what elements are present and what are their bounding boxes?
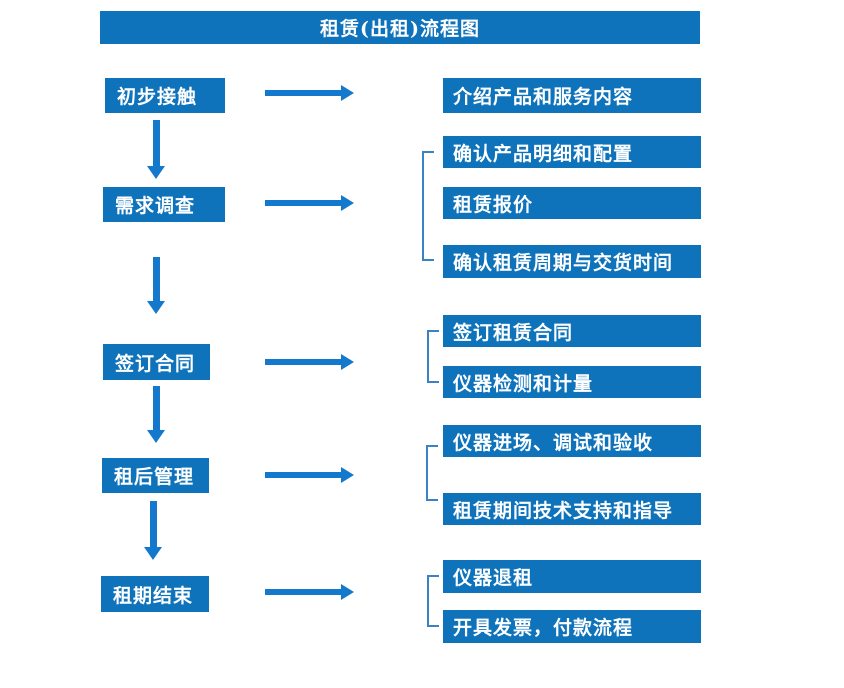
- down-arrow-icon: [147, 386, 165, 443]
- detail-box-invoice-payment: 开具发票，付款流程: [443, 610, 701, 643]
- detail-box-introduce-products: 介绍产品和服务内容: [443, 78, 701, 113]
- group-bracket-icon: [422, 151, 434, 261]
- group-bracket-icon: [426, 445, 438, 501]
- stage-box-initial-contact: 初步接触: [105, 78, 225, 113]
- down-arrow-icon: [147, 257, 165, 314]
- detail-box-instrument-setup: 仪器进场、调试和验收: [443, 425, 701, 457]
- right-arrow-icon: [265, 195, 354, 211]
- detail-box-confirm-product-config: 确认产品明细和配置: [443, 136, 701, 168]
- detail-box-instrument-testing: 仪器检测和计量: [443, 366, 701, 398]
- group-bracket-icon: [427, 575, 439, 627]
- group-bracket-icon: [427, 330, 439, 383]
- down-arrow-icon: [144, 501, 162, 560]
- detail-box-tech-support: 租赁期间技术支持和指导: [443, 493, 701, 525]
- detail-box-sign-rental-contract: 签订租赁合同: [443, 315, 701, 347]
- detail-box-rental-quotation: 租赁报价: [443, 187, 701, 219]
- flowchart-title: 租赁(出租)流程图: [100, 11, 700, 44]
- detail-box-confirm-period-delivery: 确认租赁周期与交货时间: [443, 245, 701, 278]
- stage-box-post-rental-mgmt: 租后管理: [102, 458, 209, 493]
- right-arrow-icon: [265, 354, 354, 370]
- stage-box-needs-survey: 需求调查: [103, 187, 225, 222]
- detail-box-instrument-return: 仪器退租: [443, 560, 701, 593]
- down-arrow-icon: [147, 120, 165, 179]
- stage-box-rental-end: 租期结束: [101, 576, 209, 612]
- stage-box-sign-contract: 签订合同: [103, 344, 210, 380]
- right-arrow-icon: [265, 85, 354, 101]
- right-arrow-icon: [265, 584, 354, 600]
- right-arrow-icon: [265, 467, 354, 483]
